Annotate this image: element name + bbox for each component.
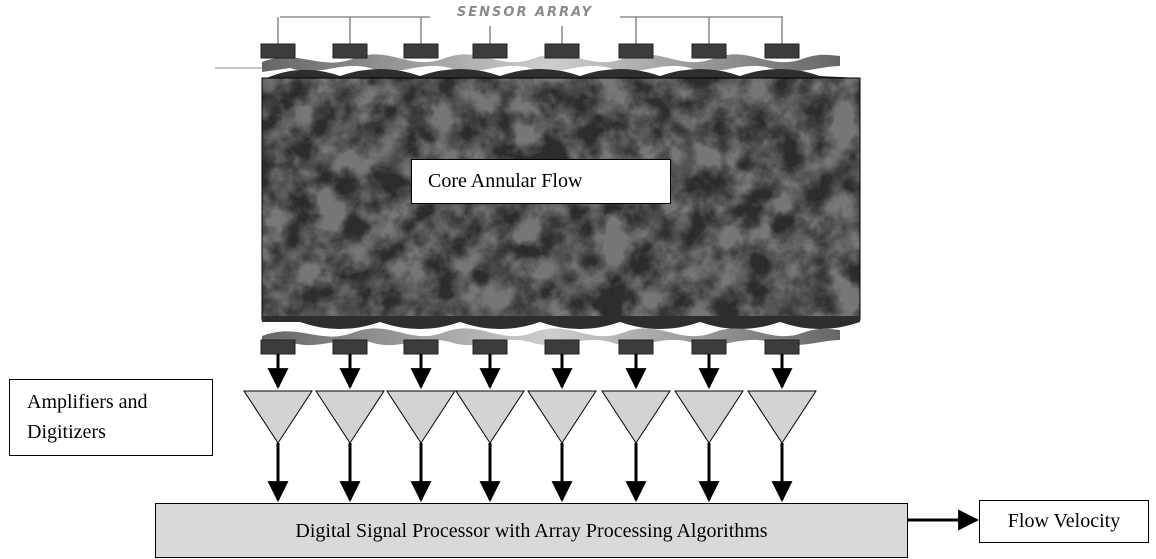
top-sensor (260, 43, 296, 59)
amplifier-triangle (455, 390, 525, 444)
top-sensor (544, 43, 580, 59)
bottom-sensor-strip (260, 316, 860, 355)
flow-velocity-output: Flow Velocity (979, 500, 1149, 543)
bottom-sensor (544, 339, 580, 355)
bottom-sensor (691, 339, 727, 355)
amplifier-triangle (527, 390, 597, 444)
amplifiers-label-line2: Digitizers (27, 421, 106, 443)
bottom-sensor (764, 339, 800, 355)
bottom-sensor (403, 339, 439, 355)
bottom-sensor (332, 339, 368, 355)
top-sensor (403, 43, 439, 59)
bottom-sensor (472, 339, 508, 355)
amplifier-triangle (747, 390, 817, 444)
amplifier-triangle (601, 390, 671, 444)
digital-signal-processor-box: Digital Signal Processor with Array Proc… (155, 503, 908, 558)
top-sensor (764, 43, 800, 59)
amplifier-triangle (243, 390, 313, 444)
sensor-array-ticks (277, 17, 783, 46)
top-sensor (332, 43, 368, 59)
bottom-sensor (260, 339, 296, 355)
amplifier-triangle (674, 390, 744, 444)
amplifiers-digitizers-label: Amplifiers and Digitizers (9, 379, 213, 456)
signal-chain (243, 354, 817, 503)
amplifier-triangle (315, 390, 385, 444)
top-sensor (618, 43, 654, 59)
amplifier-triangle (386, 390, 456, 444)
top-sensor (472, 43, 508, 59)
top-sensor (691, 43, 727, 59)
bottom-sensor (618, 339, 654, 355)
amplifiers-label-line1: Amplifiers and (27, 391, 148, 413)
sensor-array-title: SENSOR ARRAY (430, 5, 620, 20)
core-annular-flow-label: Core Annular Flow (411, 159, 671, 204)
